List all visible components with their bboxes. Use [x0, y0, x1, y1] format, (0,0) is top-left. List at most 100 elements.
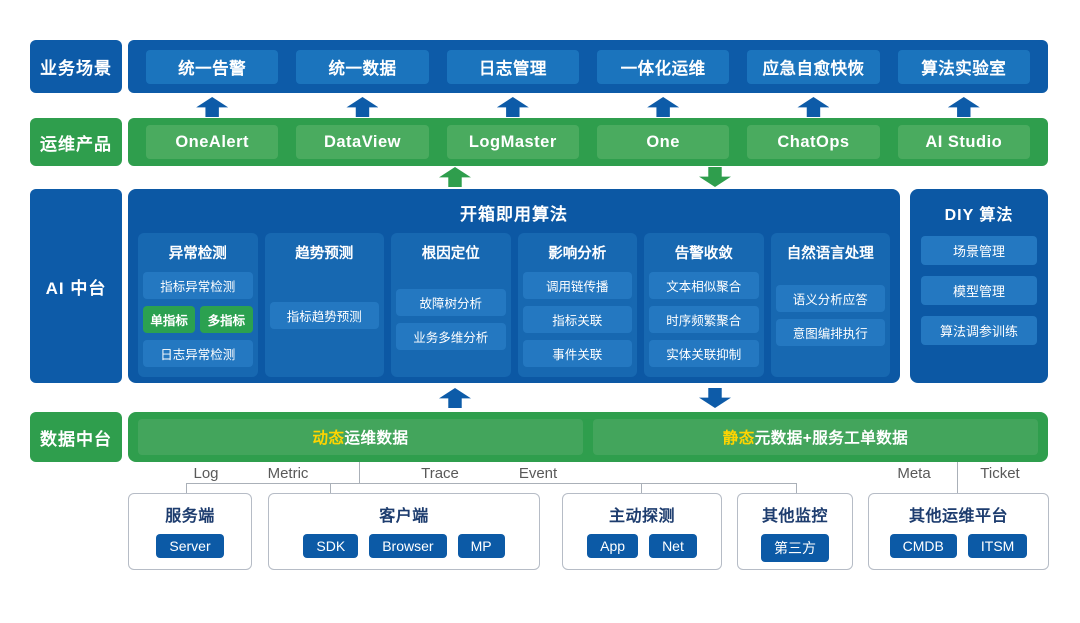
source-chip-sdk: SDK: [303, 534, 359, 558]
connector-line: [957, 462, 958, 493]
up-arrow-icon: [439, 167, 471, 187]
out-of-box-algorithms-panel: 开箱即用算法 异常检测 指标异常检测 单指标 多指标 日志异常检测 趋势预测 指…: [128, 189, 900, 383]
source-chip-third-party: 第三方: [761, 534, 829, 562]
source-title: 其他监控: [761, 508, 828, 525]
source-title: 其他运维平台: [908, 508, 1008, 525]
product-dataview: DataView: [296, 125, 429, 159]
panel-title: DIY 算法: [944, 207, 1014, 224]
diy-algorithms-panel: DIY 算法 场景管理 模型管理 算法调参训练: [910, 189, 1048, 383]
source-chip-browser: Browser: [369, 534, 447, 558]
column-title: 趋势预测: [295, 246, 354, 262]
diy-chip-scene-management: 场景管理: [921, 236, 1037, 265]
source-box-other-ops-platform: 其他运维平台 CMDB ITSM: [868, 493, 1049, 570]
data-type-metric: Metric: [267, 465, 309, 482]
scenario-unified-data: 统一数据: [296, 49, 429, 84]
scenario-log-management: 日志管理: [446, 49, 579, 84]
source-chip-itsm: ITSM: [967, 534, 1028, 558]
column-title: 告警收敛: [674, 246, 733, 262]
scenario-emergency-recovery: 应急自愈快恢: [747, 49, 880, 84]
up-arrow-icon: [439, 388, 471, 408]
connector-line: [641, 483, 642, 493]
column-trend-forecast: 趋势预测 指标趋势预测: [264, 233, 384, 377]
diy-chip-tuning-training: 算法调参训练: [921, 316, 1037, 345]
algorithm-chip: 调用链传播: [522, 272, 632, 299]
source-box-server-side: 服务端 Server: [128, 493, 252, 570]
algorithm-chip: 实体关联抑制: [649, 340, 759, 367]
highlight-text: 动态: [312, 430, 345, 447]
down-arrow-icon: [699, 167, 731, 187]
algorithm-chip: 指标关联: [522, 306, 632, 333]
bar-text: 元数据+服务工单数据: [754, 430, 909, 447]
side-label-business-scenarios: 业务场景: [30, 40, 122, 93]
source-title: 服务端: [165, 508, 215, 525]
data-type-event: Event: [518, 465, 558, 482]
product-logmaster: LogMaster: [446, 125, 579, 159]
source-title: 主动探测: [608, 508, 675, 525]
data-type-ticket: Ticket: [980, 465, 1020, 482]
scenario-integrated-ops: 一体化运维: [596, 49, 730, 84]
column-impact-analysis: 影响分析 调用链传播 指标关联 事件关联: [517, 233, 637, 377]
algorithm-chip: 文本相似聚合: [649, 272, 759, 299]
product-chatops: ChatOps: [747, 125, 880, 159]
algorithm-chip: 意图编排执行: [775, 319, 885, 346]
source-chip-cmdb: CMDB: [889, 534, 957, 558]
up-arrow-icon: [346, 97, 379, 117]
column-title: 根因定位: [421, 246, 480, 262]
algorithm-chip: 业务多维分析: [396, 323, 506, 350]
products-band: OneAlert DataView LogMaster One ChatOps …: [128, 118, 1048, 166]
source-chip-mp: MP: [457, 534, 505, 558]
bar-text: 运维数据: [344, 430, 409, 447]
product-one: One: [596, 125, 730, 159]
product-onealert: OneAlert: [146, 125, 279, 159]
connector-line: [359, 462, 360, 483]
column-root-cause: 根因定位 故障树分析 业务多维分析: [391, 233, 511, 377]
connector-line: [186, 483, 187, 493]
connector-line: [330, 483, 331, 493]
data-platform-band: 动态运维数据 静态元数据+服务工单数据: [128, 412, 1048, 462]
up-arrow-icon: [196, 97, 229, 117]
column-title: 异常检测: [168, 246, 227, 262]
column-nlp: 自然语言处理 语义分析应答 意图编排执行: [770, 233, 890, 377]
algorithm-chip: 故障树分析: [396, 289, 506, 316]
source-box-other-monitoring: 其他监控 第三方: [737, 493, 853, 570]
highlight-text: 静态: [722, 430, 755, 447]
panel-title: 开箱即用算法: [460, 205, 568, 224]
column-title: 自然语言处理: [786, 246, 874, 262]
up-arrow-icon: [947, 97, 980, 117]
source-box-active-probe: 主动探测 App Net: [562, 493, 722, 570]
source-box-client-side: 客户端 SDK Browser MP: [268, 493, 540, 570]
algorithm-chip-single-metric: 单指标: [143, 306, 196, 333]
up-arrow-icon: [496, 97, 529, 117]
source-chip-net: Net: [649, 534, 697, 558]
up-arrow-icon: [647, 97, 680, 117]
static-metadata-bar: 静态元数据+服务工单数据: [593, 419, 1038, 455]
down-arrow-icon: [699, 388, 731, 408]
source-chip-app: App: [587, 534, 639, 558]
side-label-data-platform: 数据中台: [30, 412, 122, 462]
data-type-log: Log: [193, 465, 219, 482]
column-anomaly-detection: 异常检测 指标异常检测 单指标 多指标 日志异常检测: [138, 233, 258, 377]
scenario-algorithm-lab: 算法实验室: [897, 49, 1030, 84]
algorithm-chip: 语义分析应答: [775, 285, 885, 312]
source-title: 客户端: [379, 508, 429, 525]
business-scenarios-band: 统一告警 统一数据 日志管理 一体化运维 应急自愈快恢 算法实验室: [128, 40, 1048, 93]
dynamic-ops-data-bar: 动态运维数据: [138, 419, 583, 455]
diy-chip-model-management: 模型管理: [921, 276, 1037, 305]
source-chip-server: Server: [156, 534, 224, 558]
column-title: 影响分析: [548, 246, 607, 262]
column-alert-convergence: 告警收敛 文本相似聚合 时序频繁聚合 实体关联抑制: [644, 233, 764, 377]
data-type-trace: Trace: [421, 465, 459, 482]
scenario-unified-alert: 统一告警: [146, 49, 279, 84]
products-to-scenarios-arrows: [128, 97, 1048, 117]
connector-line: [186, 483, 797, 484]
algorithm-chip-multi-metric: 多指标: [200, 306, 253, 333]
algorithm-chip: 指标趋势预测: [269, 302, 379, 329]
algorithm-chip: 日志异常检测: [143, 340, 253, 367]
side-label-ops-products: 运维产品: [30, 118, 122, 166]
side-label-ai-platform: AI 中台: [30, 189, 122, 383]
algorithm-chip: 指标异常检测: [143, 272, 253, 299]
data-type-meta: Meta: [897, 465, 931, 482]
connector-line: [796, 483, 797, 493]
algorithm-chip: 事件关联: [522, 340, 632, 367]
